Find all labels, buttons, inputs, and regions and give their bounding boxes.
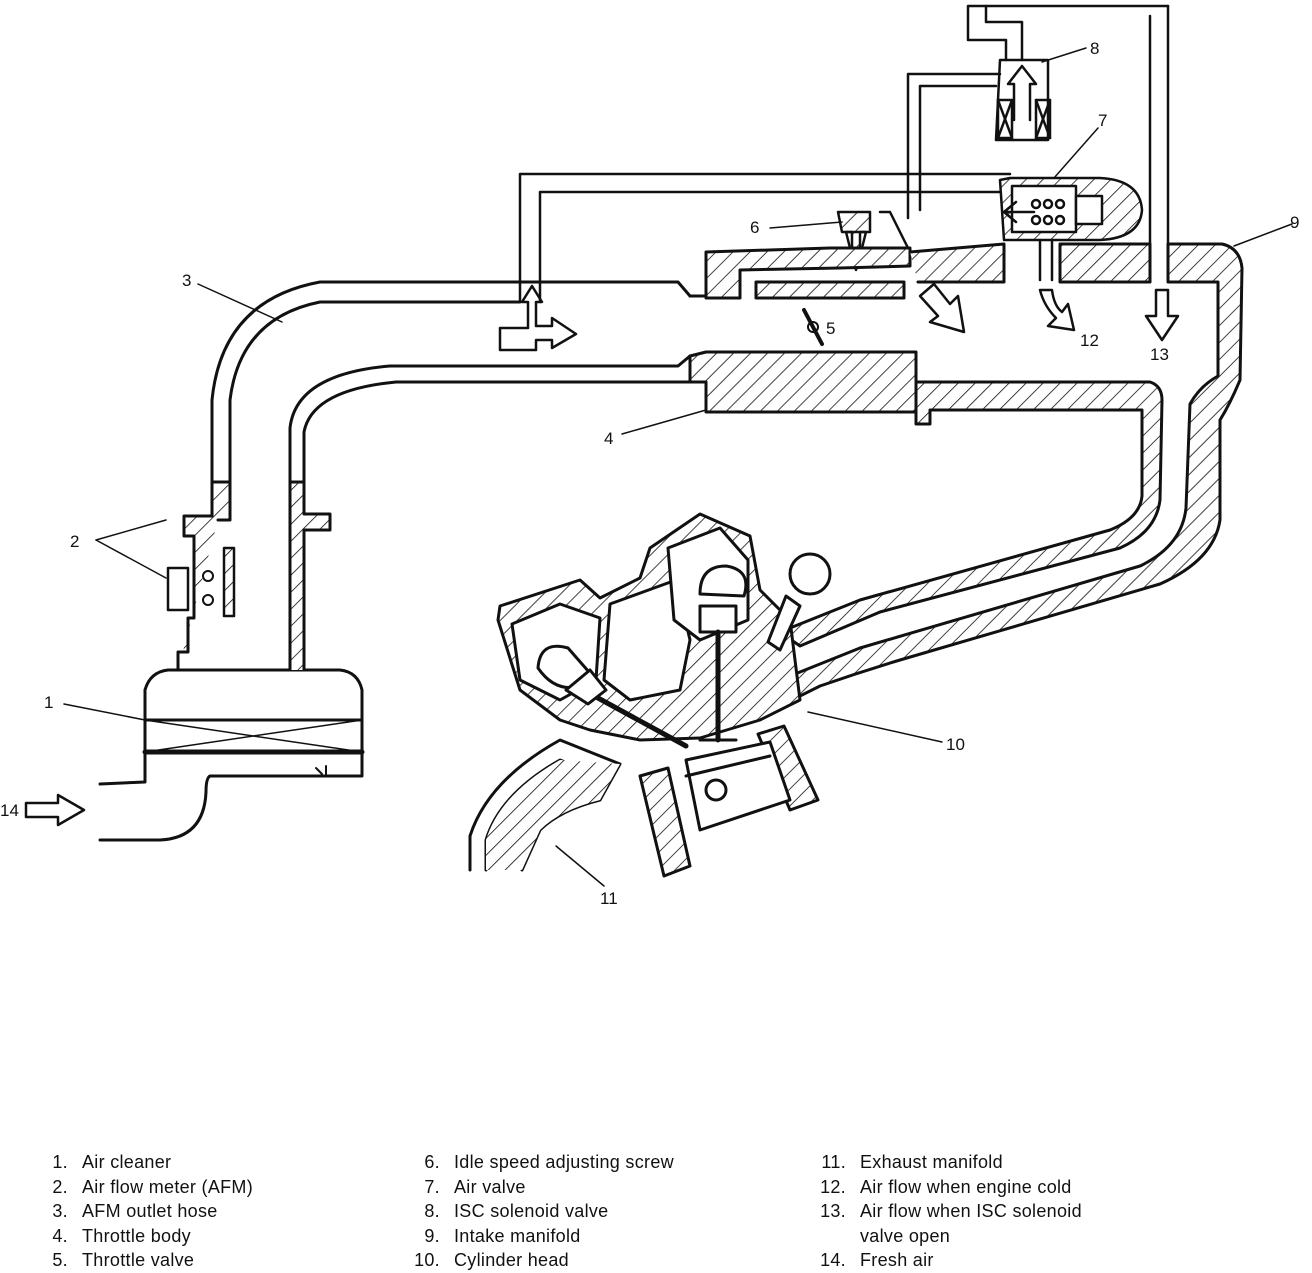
isc-solenoid-valve <box>994 58 1052 142</box>
legend-item: 11. Exhaust manifold <box>812 1150 1082 1175</box>
legend-number: 1. <box>52 1152 68 1172</box>
legend-number: 4. <box>52 1225 68 1246</box>
legend-item: 7. Air valve <box>410 1175 674 1200</box>
callout-10: 10 <box>946 735 965 754</box>
cold-engine-airflow-arrow <box>1038 288 1076 332</box>
afm-outlet-hose <box>210 280 692 484</box>
legend-label: Air cleaner <box>82 1152 172 1172</box>
legend-label: ISC solenoid valve <box>454 1201 609 1221</box>
legend-column-1: 1. Air cleaner 2. Air flow meter (AFM) 3. A… <box>48 1150 253 1273</box>
callout-9: 9 <box>1290 213 1299 232</box>
callout-4: 4 <box>604 429 613 448</box>
intake-airflow-arrow <box>498 284 578 352</box>
bypass-air-pipe <box>518 4 1170 304</box>
legend-item: 3. AFM outlet hose <box>48 1199 253 1224</box>
legend-item: 10. Cylinder head <box>410 1248 674 1273</box>
legend-item: 8. ISC solenoid valve <box>410 1199 674 1224</box>
exhaust-manifold <box>468 738 622 872</box>
legend-column-3: 11. Exhaust manifold 12. Air flow when eng… <box>812 1150 1082 1273</box>
legend-number: 11. <box>821 1152 846 1172</box>
legend-label: Air valve <box>454 1176 526 1197</box>
legend-number: 7. <box>424 1176 440 1197</box>
legend-number: 6. <box>424 1152 440 1172</box>
legend-label: Fresh air <box>860 1250 934 1270</box>
isc-airflow-arrow <box>1144 288 1180 342</box>
leader-lines <box>63 47 1293 887</box>
legend-item: 1. Air cleaner <box>48 1150 253 1175</box>
legend-column-2: 6. Idle speed adjusting screw 7. Air valve… <box>410 1150 674 1273</box>
callout-6: 6 <box>750 218 759 237</box>
callout-5: 5 <box>826 319 835 338</box>
legend-label: Cylinder head <box>454 1250 569 1270</box>
air-valve <box>998 176 1144 242</box>
callout-labels: 1 2 3 4 5 6 7 8 9 10 11 12 13 14 <box>0 39 1299 908</box>
legend-item: 5. Throttle valve <box>48 1248 253 1273</box>
legend-label: AFM outlet hose <box>82 1201 218 1221</box>
callout-13: 13 <box>1150 345 1169 364</box>
legend-item: 6. Idle speed adjusting screw <box>410 1150 674 1175</box>
callout-2: 2 <box>70 532 79 551</box>
callout-8: 8 <box>1090 39 1099 58</box>
legend-number: 14. <box>820 1250 846 1270</box>
fresh-air-arrow <box>24 793 86 827</box>
throttle-valve <box>802 308 824 346</box>
legend-number: 8. <box>424 1201 440 1221</box>
engine-air-intake-diagram: 1 2 3 4 5 6 7 8 9 10 11 12 13 14 <box>0 4 1299 908</box>
air-cleaner <box>98 668 365 842</box>
callout-7: 7 <box>1098 111 1107 130</box>
legend-number: 5. <box>52 1250 68 1270</box>
legend-item: 4. Throttle body <box>48 1224 253 1249</box>
legend-item: 12. Air flow when engine cold <box>812 1175 1082 1200</box>
legend-label: Idle speed adjusting screw <box>454 1152 674 1172</box>
parts-legend: 1. Air cleaner 2. Air flow meter (AFM) 3. A… <box>0 1150 1312 1272</box>
cylinder-head <box>496 512 832 749</box>
legend-label: Air flow meter (AFM) <box>82 1176 254 1197</box>
legend-item: 13. Air flow when ISC solenoid valve open <box>812 1199 1082 1248</box>
legend-label: Air flow when ISC solenoid valve open <box>860 1201 1082 1246</box>
throttle-body <box>688 242 1006 414</box>
legend-number: 10. <box>414 1250 440 1270</box>
legend-item: 2. Air flow meter (AFM) <box>48 1175 253 1200</box>
legend-item: 9. Intake manifold <box>410 1224 674 1249</box>
cylinder-block <box>638 724 820 878</box>
legend-label: Exhaust manifold <box>860 1152 1003 1172</box>
callout-14: 14 <box>0 801 19 820</box>
callout-3: 3 <box>182 271 191 290</box>
callout-11: 11 <box>600 889 618 908</box>
intake-manifold <box>778 242 1244 698</box>
throttle-airflow-arrow <box>918 282 966 334</box>
air-flow-meter <box>166 480 332 672</box>
callout-12: 12 <box>1080 331 1099 350</box>
legend-number: 12. <box>820 1176 846 1197</box>
legend-number: 13. <box>820 1201 846 1221</box>
callout-1: 1 <box>44 693 53 712</box>
legend-label: Intake manifold <box>454 1225 581 1246</box>
legend-item: 14. Fresh air <box>812 1248 1082 1273</box>
legend-label: Throttle body <box>82 1225 191 1246</box>
legend-number: 2. <box>52 1176 68 1197</box>
legend-number: 9. <box>424 1225 440 1246</box>
legend-number: 3. <box>52 1201 68 1221</box>
legend-label: Air flow when engine cold <box>860 1176 1072 1197</box>
legend-label: Throttle valve <box>82 1250 195 1270</box>
